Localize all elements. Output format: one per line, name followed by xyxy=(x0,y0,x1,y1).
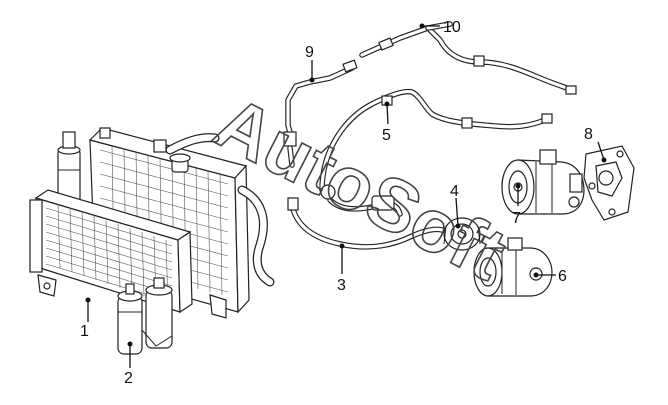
callout-6: 6 xyxy=(558,268,567,285)
refrigerant-line-9 xyxy=(283,59,358,168)
pulley-clutch-4 xyxy=(443,217,481,251)
callout-5: 5 xyxy=(382,127,391,144)
radiator-hose xyxy=(165,133,275,287)
leader-lines xyxy=(85,23,607,368)
condenser xyxy=(29,189,193,321)
callout-1: 1 xyxy=(80,323,89,340)
callout-10: 10 xyxy=(443,19,461,36)
callout-3: 3 xyxy=(337,277,346,294)
refrigerant-line-5 xyxy=(319,88,553,193)
callout-8: 8 xyxy=(584,126,593,143)
refrigerant-line-10 xyxy=(359,21,577,95)
callout-4: 4 xyxy=(450,183,459,200)
receiver-drier-alt xyxy=(141,277,173,349)
compressor-bracket-8 xyxy=(583,145,635,221)
callout-9: 9 xyxy=(305,44,314,61)
callout-numbers: 1 2 3 4 5 6 7 8 9 10 xyxy=(80,19,593,387)
receiver-drier xyxy=(117,283,143,355)
callout-2: 2 xyxy=(124,370,133,387)
compressor-7 xyxy=(501,149,585,215)
refrigerant-hose-3 xyxy=(287,184,451,250)
callout-7: 7 xyxy=(512,210,521,227)
